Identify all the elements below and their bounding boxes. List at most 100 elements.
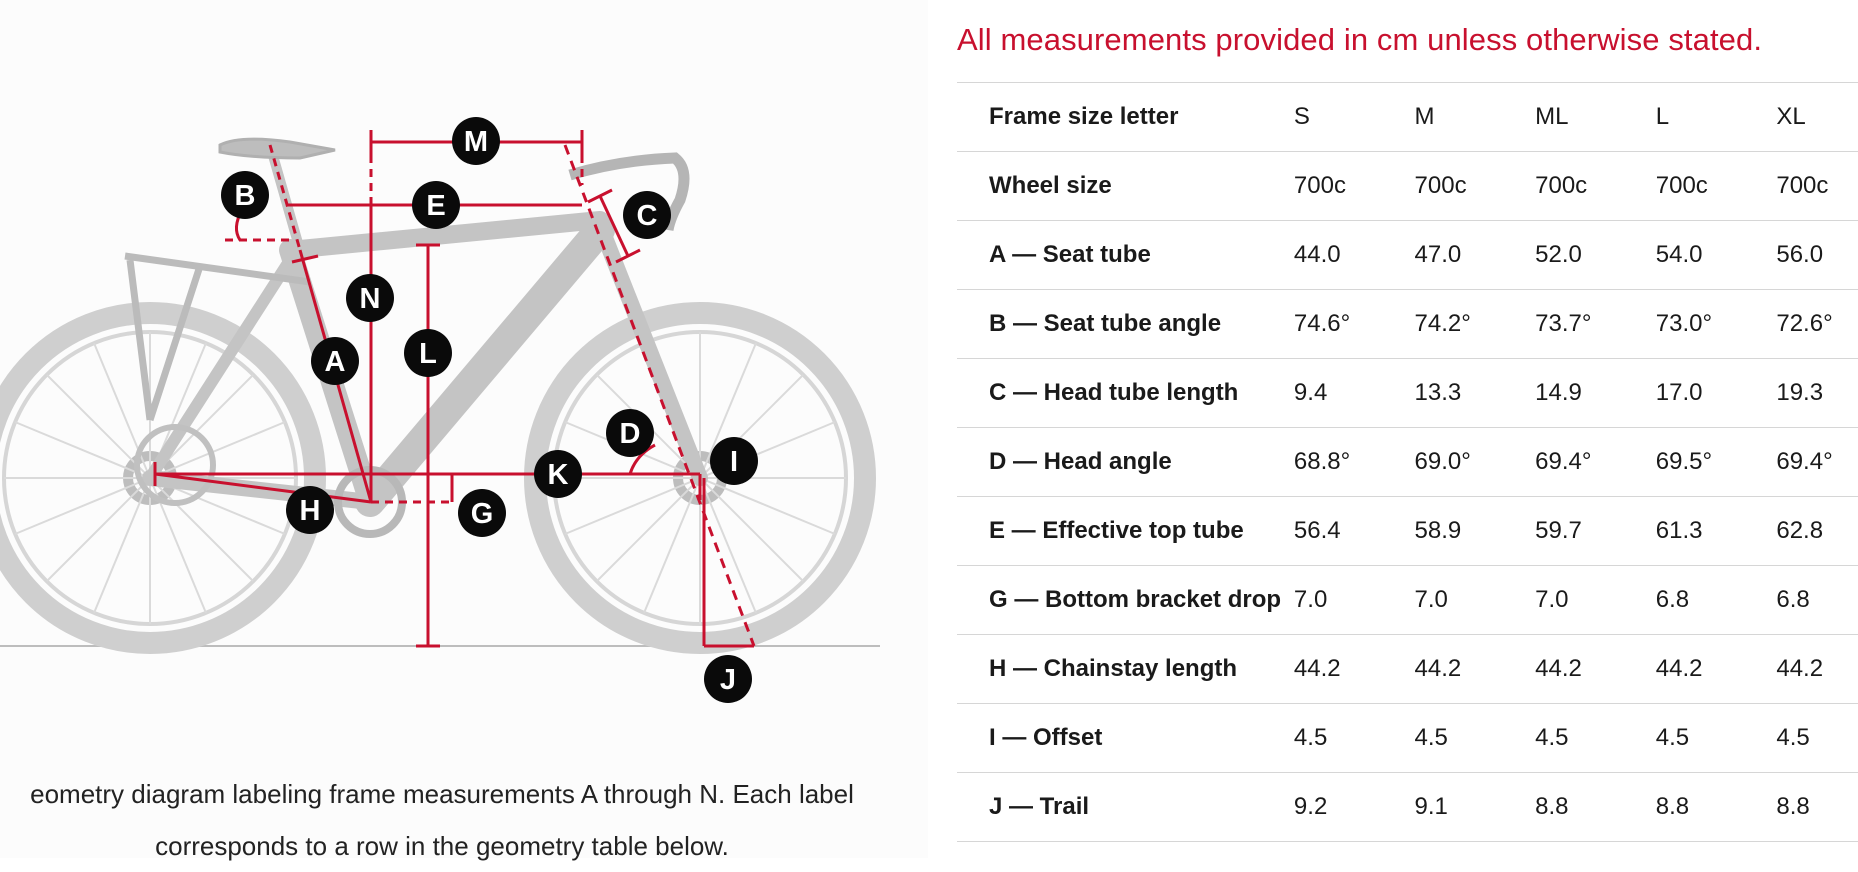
table-row: J — Trail 9.2 9.1 8.8 8.8 8.8 <box>957 772 1858 842</box>
diagram-caption: eometry diagram labeling frame measureme… <box>30 779 854 861</box>
table-row: A — Seat tube 44.0 47.0 52.0 54.0 56.0 <box>957 220 1858 290</box>
row-label: Wheel size <box>957 151 1294 221</box>
cell-value: 62.8 <box>1776 496 1858 566</box>
cell-value: 59.7 <box>1535 496 1656 566</box>
marker-a: A <box>311 337 359 385</box>
svg-text:A: A <box>325 346 346 378</box>
cell-value: 8.8 <box>1776 772 1858 842</box>
cell-value: 7.0 <box>1535 565 1656 635</box>
cell-value: 8.8 <box>1655 772 1777 842</box>
cell-value: 44.2 <box>1655 634 1777 704</box>
cell-value: 4.5 <box>1776 703 1858 773</box>
cell-value: 9.4 <box>1293 358 1415 428</box>
row-label: H — Chainstay length <box>957 634 1294 704</box>
cell-value: 44.2 <box>1535 634 1656 704</box>
cell-value: 58.9 <box>1414 496 1536 566</box>
row-label: J — Trail <box>957 772 1294 842</box>
marker-e: E <box>412 181 460 229</box>
marker-m: M <box>452 117 500 165</box>
cell-value: 8.8 <box>1535 772 1656 842</box>
header-label: Frame size letter <box>957 82 1294 152</box>
marker-l: L <box>404 329 452 377</box>
cell-value: 13.3 <box>1414 358 1536 428</box>
row-label: A — Seat tube <box>957 220 1294 290</box>
geometry-diagram-panel: M B E C N L A D <box>0 0 928 861</box>
cell-value: 7.0 <box>1414 565 1536 635</box>
cell-value: 56.0 <box>1776 220 1858 290</box>
svg-text:D: D <box>620 418 641 450</box>
cell-value: 44.2 <box>1414 634 1536 704</box>
cell-value: 700c <box>1776 151 1858 221</box>
cell-value: 6.8 <box>1776 565 1858 635</box>
table-row: H — Chainstay length 44.2 44.2 44.2 44.2… <box>957 634 1858 704</box>
table-row: I — Offset 4.5 4.5 4.5 4.5 4.5 <box>957 703 1858 773</box>
cell-value: 4.5 <box>1535 703 1656 773</box>
table-row: Wheel size 700c 700c 700c 700c 700c <box>957 151 1858 221</box>
cell-value: 44.2 <box>1776 634 1858 704</box>
header-size-s: S <box>1293 82 1415 152</box>
svg-text:J: J <box>720 664 736 696</box>
cell-value: 6.8 <box>1655 565 1777 635</box>
cell-value: 73.0° <box>1655 289 1777 359</box>
measurement-units-notice: All measurements provided in cm unless o… <box>957 22 1763 57</box>
cell-value: 56.4 <box>1293 496 1415 566</box>
rear-wheel <box>0 302 326 654</box>
marker-i: I <box>710 437 758 485</box>
cell-value: 700c <box>1535 151 1656 221</box>
table-row: G — Bottom bracket drop 7.0 7.0 7.0 6.8 … <box>957 565 1858 635</box>
marker-d: D <box>606 409 654 457</box>
cell-value: 68.8° <box>1293 427 1415 497</box>
cell-value: 14.9 <box>1535 358 1656 428</box>
cell-value: 700c <box>1655 151 1777 221</box>
cell-value: 54.0 <box>1655 220 1777 290</box>
svg-text:M: M <box>464 126 488 158</box>
cell-value: 73.7° <box>1535 289 1656 359</box>
cell-value: 69.5° <box>1655 427 1777 497</box>
marker-n: N <box>346 274 394 322</box>
table-row: C — Head tube length 9.4 13.3 14.9 17.0 … <box>957 358 1858 428</box>
svg-text:E: E <box>426 190 445 222</box>
cell-value: 7.0 <box>1293 565 1415 635</box>
cell-value: 74.2° <box>1414 289 1536 359</box>
marker-g: G <box>458 489 506 537</box>
cell-value: 4.5 <box>1414 703 1536 773</box>
cell-value: 52.0 <box>1535 220 1656 290</box>
row-label: G — Bottom bracket drop <box>957 565 1294 635</box>
cell-value: 19.3 <box>1776 358 1858 428</box>
cell-value: 69.4° <box>1535 427 1656 497</box>
geometry-spec-panel: All measurements provided in cm unless o… <box>957 0 1858 858</box>
svg-text:G: G <box>471 498 494 530</box>
geometry-table: Frame size letter S M ML L XL Wheel size… <box>957 82 1858 842</box>
row-label: C — Head tube length <box>957 358 1294 428</box>
marker-c: C <box>623 191 671 239</box>
header-size-xl: XL <box>1776 82 1858 152</box>
cell-value: 4.5 <box>1655 703 1777 773</box>
cell-value: 9.1 <box>1414 772 1536 842</box>
marker-b: B <box>221 171 269 219</box>
table-row: B — Seat tube angle 74.6° 74.2° 73.7° 73… <box>957 289 1858 359</box>
row-label: D — Head angle <box>957 427 1294 497</box>
svg-text:N: N <box>360 283 381 315</box>
header-size-l: L <box>1655 82 1777 152</box>
svg-text:K: K <box>548 459 569 491</box>
cell-value: 44.2 <box>1293 634 1415 704</box>
header-size-ml: ML <box>1535 82 1656 152</box>
svg-text:C: C <box>637 200 658 232</box>
cell-value: 74.6° <box>1293 289 1415 359</box>
marker-j: J <box>704 655 752 703</box>
cell-value: 69.0° <box>1414 427 1536 497</box>
table-row: D — Head angle 68.8° 69.0° 69.4° 69.5° 6… <box>957 427 1858 497</box>
cell-value: 44.0 <box>1293 220 1415 290</box>
cell-value: 700c <box>1414 151 1536 221</box>
header-size-m: M <box>1414 82 1536 152</box>
cell-value: 700c <box>1293 151 1415 221</box>
svg-text:B: B <box>235 180 256 212</box>
marker-h: H <box>286 486 334 534</box>
svg-text:H: H <box>300 495 321 527</box>
cell-value: 47.0 <box>1414 220 1536 290</box>
cell-value: 17.0 <box>1655 358 1777 428</box>
row-label: B — Seat tube angle <box>957 289 1294 359</box>
table-header-row: Frame size letter S M ML L XL <box>957 82 1858 152</box>
svg-text:I: I <box>730 446 738 478</box>
table-row: E — Effective top tube 56.4 58.9 59.7 61… <box>957 496 1858 566</box>
